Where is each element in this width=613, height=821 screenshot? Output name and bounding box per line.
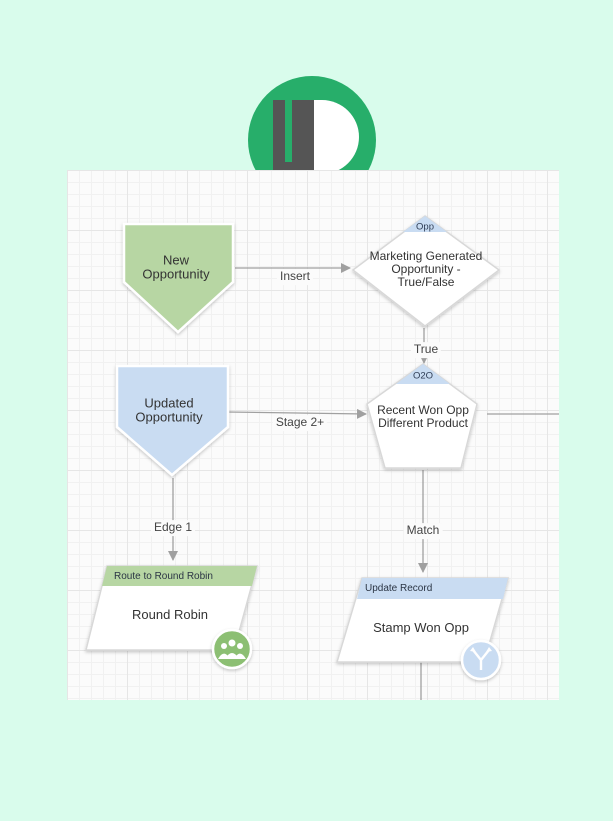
opp-tag-label: Opp: [416, 221, 434, 233]
o2o-tag-label: O2O: [412, 370, 434, 382]
marketing-decision-node: [351, 215, 501, 327]
edge-stage2-label: Stage 2+: [272, 415, 328, 431]
round-robin-header: [102, 566, 257, 586]
diagram-canvas: New Opportunity Updated Opportunity Opp …: [67, 170, 559, 700]
edge-edge1-label: Edge 1: [150, 520, 196, 536]
update-record-header: [357, 578, 508, 599]
o2o-tag: [396, 364, 450, 384]
marketing-decision-label: Marketing Generated Opportunity - True/F…: [369, 249, 483, 290]
round-robin-header-label: Route to Round Robin: [114, 571, 213, 582]
updated-opportunity-label: Updated Opportunity: [135, 395, 203, 425]
new-opportunity-label: New Opportunity: [142, 252, 210, 282]
branch-icon: [460, 639, 502, 681]
edge-match-label: Match: [403, 523, 443, 539]
update-record-header-label: Update Record: [365, 583, 433, 594]
new-opportunity-node: [122, 222, 235, 334]
edge-true-label: True: [410, 342, 442, 358]
edge-stage2: [226, 408, 367, 419]
edge-insert-label: Insert: [276, 269, 314, 285]
opp-tag: [403, 216, 447, 232]
recent-won-opp-label: Recent Won Opp Different Product: [377, 402, 469, 430]
round-robin-label: Round Robin: [132, 606, 208, 622]
group-icon: [211, 628, 253, 670]
recent-won-opp-node: [366, 363, 478, 469]
updated-opportunity-node: [115, 364, 230, 477]
stamp-won-opp-label: Stamp Won Opp: [373, 619, 469, 635]
